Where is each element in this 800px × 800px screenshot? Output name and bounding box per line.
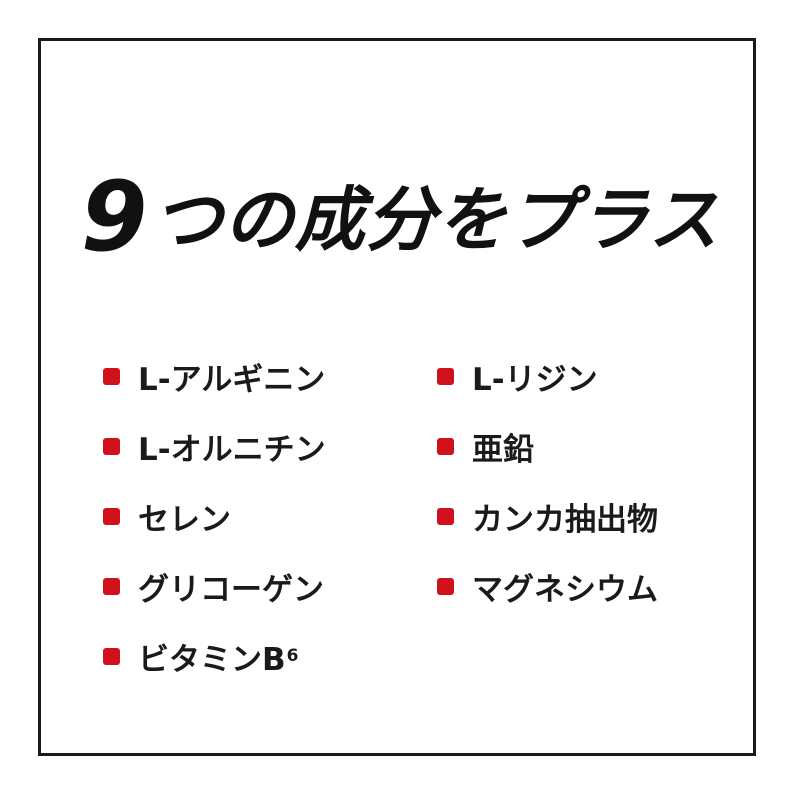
- bullet-square-icon: [103, 647, 120, 665]
- bullet-square-icon: [437, 577, 454, 595]
- ingredient-label: マグネシウム: [472, 571, 658, 608]
- bullet-square-icon: [437, 437, 454, 455]
- headline-text: つの成分をプラス: [152, 179, 720, 261]
- bullet-square-icon: [103, 367, 120, 385]
- ingredient-label: グリコーゲン: [138, 571, 324, 608]
- ingredient-label: L-リジン: [472, 361, 598, 398]
- bullet-square-icon: [437, 367, 454, 385]
- headline: 9つの成分をプラス: [41, 169, 759, 265]
- ingredient-list-right: L-リジン 亜鉛 カンカ抽出物 マグネシウム: [437, 341, 737, 621]
- ingredient-label: L-アルギニン: [138, 361, 326, 398]
- ingredient-label: L-オルニチン: [138, 431, 326, 468]
- bullet-square-icon: [437, 507, 454, 525]
- headline-number: 9: [80, 161, 149, 273]
- ingredient-item: カンカ抽出物: [437, 481, 737, 551]
- ingredient-item: 亜鉛: [437, 411, 737, 481]
- ingredient-item: セレン: [103, 481, 403, 551]
- ingredient-item: L-リジン: [437, 341, 737, 411]
- ingredient-subscript: 6: [286, 646, 299, 666]
- bullet-square-icon: [103, 437, 120, 455]
- ingredient-item: グリコーゲン: [103, 551, 403, 621]
- ingredient-label: セレン: [138, 501, 231, 538]
- ingredient-label: ビタミンB: [138, 641, 286, 678]
- ingredient-item: マグネシウム: [437, 551, 737, 621]
- ingredient-label: カンカ抽出物: [472, 501, 658, 538]
- ingredient-label: 亜鉛: [472, 431, 534, 468]
- ingredient-item: L-アルギニン: [103, 341, 403, 411]
- bullet-square-icon: [103, 507, 120, 525]
- ingredient-item: L-オルニチン: [103, 411, 403, 481]
- bullet-square-icon: [103, 577, 120, 595]
- content-frame: 9つの成分をプラス L-アルギニン L-オルニチン セレン グリコーゲン ビタミ…: [38, 38, 756, 756]
